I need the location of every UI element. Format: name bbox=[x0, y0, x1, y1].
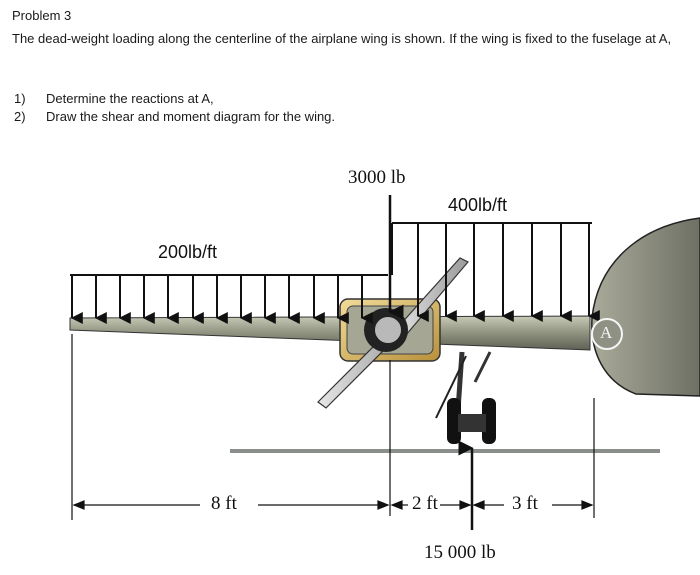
task-text: Draw the shear and moment diagram for th… bbox=[46, 109, 336, 124]
support-a-marker bbox=[591, 318, 623, 350]
support-a-label: A bbox=[600, 323, 613, 342]
dimension-lines bbox=[71, 334, 595, 520]
landing-gear bbox=[435, 351, 496, 444]
distributed-load-left-label: 200lb/ft bbox=[158, 242, 218, 262]
distributed-load-right bbox=[391, 222, 600, 322]
fuselage bbox=[591, 217, 700, 397]
wing bbox=[69, 315, 591, 351]
dimension-right-span: 3 ft bbox=[512, 493, 538, 514]
dimension-left-span: 8 ft bbox=[211, 493, 237, 514]
distributed-load-left bbox=[70, 274, 388, 324]
problem-title: Problem 3 bbox=[12, 8, 72, 23]
dimension-middle-span: 2 ft bbox=[412, 493, 438, 514]
problem-statement: The dead-weight loading along the center… bbox=[12, 31, 672, 46]
distributed-load-right-label: 400lb/ft bbox=[448, 195, 508, 215]
wheel-reaction-label: 15 000 lb bbox=[424, 542, 496, 563]
task-number: 1) bbox=[14, 91, 26, 106]
task-text: Determine the reactions at A, bbox=[46, 91, 214, 106]
point-load-label: 3000 lb bbox=[348, 167, 406, 188]
task-number: 2) bbox=[14, 109, 26, 124]
